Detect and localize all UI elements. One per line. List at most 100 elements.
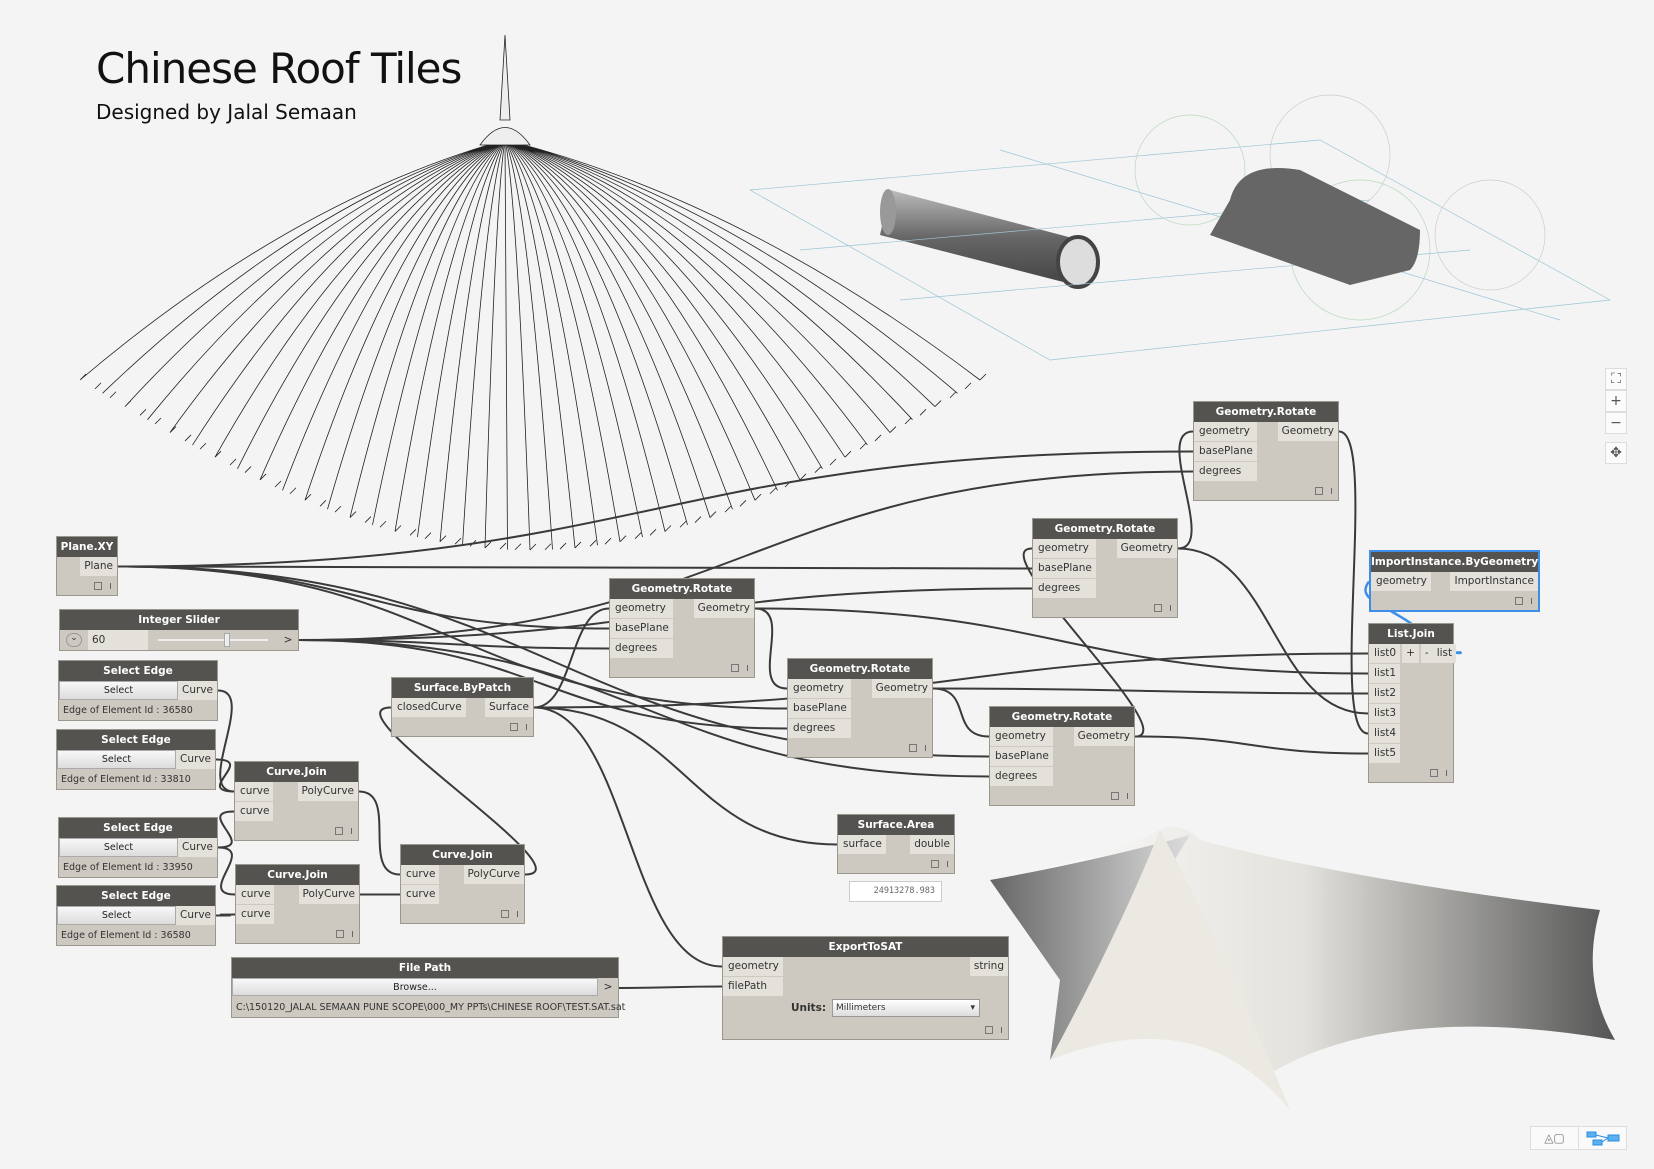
output-port-double[interactable]: double	[910, 835, 954, 854]
node-title[interactable]: Surface.Area	[838, 815, 954, 835]
input-port-closedCurve[interactable]: closedCurve	[392, 698, 466, 717]
input-port-basePlane[interactable]: basePlane	[788, 699, 851, 718]
input-port-surface[interactable]: surface	[838, 835, 886, 854]
zoom-out-icon[interactable]: −	[1605, 412, 1627, 434]
output-port-geometry[interactable]: Geometry	[871, 679, 932, 698]
input-port-degrees[interactable]: degrees	[610, 639, 673, 658]
output-port-geometry[interactable]: Geometry	[1277, 422, 1338, 441]
input-port-curve[interactable]: curve	[401, 865, 440, 884]
input-port-geometry[interactable]: geometry	[1033, 539, 1096, 558]
preview-toggle-icon[interactable]	[909, 744, 917, 752]
input-port-basePlane[interactable]: basePlane	[990, 747, 1053, 766]
preview-toggle-icon[interactable]	[94, 582, 102, 590]
node-title[interactable]: Surface.ByPatch	[392, 678, 533, 698]
preview-toggle-icon[interactable]	[1111, 792, 1119, 800]
output-port-geometry[interactable]: Geometry	[693, 599, 754, 618]
input-port-filePath[interactable]: filePath	[723, 977, 783, 996]
node-title[interactable]: Curve.Join	[401, 845, 524, 865]
units-dropdown[interactable]: Millimeters▾	[832, 999, 981, 1017]
input-port-degrees[interactable]: degrees	[1033, 579, 1096, 598]
preview-toggle-icon[interactable]	[1430, 769, 1438, 777]
preview-toggle-icon[interactable]	[1315, 487, 1323, 495]
input-port-geometry[interactable]: geometry	[990, 727, 1053, 746]
input-port-list5[interactable]: list5	[1369, 744, 1401, 763]
node-title[interactable]: Integer Slider	[60, 610, 298, 630]
add-input-button[interactable]: +	[1402, 644, 1419, 663]
input-port-curve[interactable]: curve	[236, 905, 275, 924]
slider-output-port[interactable]: >	[283, 634, 293, 646]
preview-toggle-icon[interactable]	[501, 910, 509, 918]
output-port-curve[interactable]: Curve	[178, 681, 217, 700]
input-port-basePlane[interactable]: basePlane	[610, 619, 673, 638]
graph-view-icon[interactable]	[1579, 1127, 1626, 1149]
output-port-string[interactable]: string	[969, 957, 1008, 976]
pan-icon[interactable]: ✥	[1605, 442, 1627, 464]
output-port-polycurve[interactable]: PolyCurve	[298, 885, 359, 904]
output-port-curve[interactable]: Curve	[178, 838, 217, 857]
node-title[interactable]: Plane.XY	[57, 537, 117, 557]
output-port-importinstance[interactable]: ImportInstance	[1450, 572, 1538, 591]
select-button[interactable]: Select	[59, 681, 179, 700]
node-title[interactable]: Curve.Join	[236, 865, 359, 885]
input-port-geometry[interactable]: geometry	[723, 957, 783, 976]
node-title[interactable]: ImportInstance.ByGeometry	[1371, 552, 1538, 572]
zoom-in-icon[interactable]: +	[1605, 390, 1627, 412]
input-port-geometry[interactable]: geometry	[1371, 572, 1431, 591]
node-title[interactable]: Select Edge	[57, 730, 215, 750]
input-port-list2[interactable]: list2	[1369, 684, 1401, 703]
slider-track[interactable]	[158, 633, 268, 647]
node-title[interactable]: Geometry.Rotate	[1194, 402, 1338, 422]
input-port-curve[interactable]: curve	[235, 802, 274, 821]
node-title[interactable]: Geometry.Rotate	[990, 707, 1134, 727]
node-title[interactable]: Geometry.Rotate	[788, 659, 932, 679]
preview-toggle-icon[interactable]	[931, 860, 939, 868]
input-port-curve[interactable]: curve	[236, 885, 275, 904]
preview-toggle-icon[interactable]	[1154, 604, 1162, 612]
preview-toggle-icon[interactable]	[335, 827, 343, 835]
output-port-polycurve[interactable]: PolyCurve	[297, 782, 358, 801]
node-title[interactable]: Geometry.Rotate	[610, 579, 754, 599]
output-port-polycurve[interactable]: PolyCurve	[463, 865, 524, 884]
input-port-list4[interactable]: list4	[1369, 724, 1401, 743]
input-port-basePlane[interactable]: basePlane	[1194, 442, 1257, 461]
remove-input-button[interactable]: -	[1420, 644, 1433, 663]
node-title[interactable]: List.Join	[1369, 624, 1453, 644]
output-port-plane[interactable]: Plane	[80, 557, 117, 576]
node-title[interactable]: Geometry.Rotate	[1033, 519, 1177, 539]
output-port-geometry[interactable]: Geometry	[1116, 539, 1177, 558]
select-button[interactable]: Select	[57, 750, 177, 769]
preview-toggle-icon[interactable]	[1515, 597, 1523, 605]
input-port-geometry[interactable]: geometry	[1194, 422, 1257, 441]
node-title[interactable]: Select Edge	[59, 818, 217, 838]
slider-value[interactable]: 60	[88, 630, 148, 650]
input-port-basePlane[interactable]: basePlane	[1033, 559, 1096, 578]
node-title[interactable]: Curve.Join	[235, 762, 358, 782]
expand-chevron-icon[interactable]: ⌄	[66, 633, 82, 647]
node-title[interactable]: File Path	[232, 958, 618, 978]
select-button[interactable]: Select	[59, 838, 179, 857]
browse-button[interactable]: Browse...	[232, 978, 598, 996]
input-port-degrees[interactable]: degrees	[1194, 462, 1257, 481]
preview-toggle-icon[interactable]	[731, 664, 739, 672]
output-port-curve[interactable]: Curve	[176, 906, 215, 925]
output-port-list[interactable]: list	[1432, 644, 1457, 663]
input-port-curve[interactable]: curve	[235, 782, 274, 801]
